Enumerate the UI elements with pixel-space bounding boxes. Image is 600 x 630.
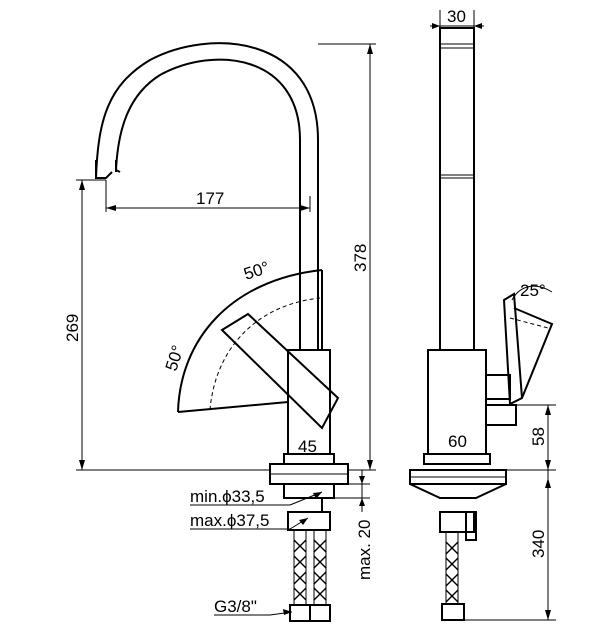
flexible-hoses: [289, 529, 331, 622]
dim-body-height: 58: [506, 404, 556, 471]
mounting-nut: [287, 511, 331, 531]
dim-spout-reach: 177: [105, 180, 311, 212]
side-lever-sweep: [513, 307, 554, 399]
note-thread: G3/8": [214, 597, 293, 616]
hose-fitting-right: [309, 604, 331, 622]
dim-body-depth: 60: [448, 432, 467, 451]
base-washer: [283, 483, 335, 499]
angle-lever-left-label: 50°: [162, 343, 188, 373]
spout-tip-nozzle: [95, 160, 117, 178]
dim-body-width-label: 45: [298, 437, 317, 456]
dim-spout-width: 30: [430, 7, 484, 30]
hole-min-label: min.ϕ33,5: [190, 487, 265, 506]
side-view: 30 60 25° 58 340: [409, 7, 556, 621]
max-deck-label: max. 20: [355, 520, 374, 580]
note-hole-min: min.ϕ33,5: [190, 487, 323, 506]
spout-column: [439, 27, 475, 351]
side-lever-foot: [485, 404, 517, 426]
note-hole-max: max.ϕ37,5: [190, 511, 309, 530]
angle-side-lever: 25°: [511, 281, 553, 301]
dim-spout-height: 269: [63, 179, 270, 471]
spout-top-band: [439, 43, 475, 49]
dim-max-deck: max. 20: [334, 470, 374, 580]
thread-label: G3/8": [214, 597, 257, 616]
spout-outer-outline: [94, 42, 319, 350]
lever-sweep-edge-left: [177, 401, 289, 413]
dim-total-height: 378: [318, 43, 376, 471]
angle-side-lever-label: 25°: [520, 281, 546, 300]
dim-spout-height-label: 269: [63, 314, 82, 342]
hose-fitting-left: [289, 604, 311, 622]
dim-total-height-label: 378: [351, 244, 370, 272]
angle-lever-top-label: 50°: [241, 258, 271, 284]
dim-body-width: 45: [287, 430, 317, 456]
dim-body-height-label: 58: [529, 427, 548, 446]
dim-spout-reach-label: 177: [196, 189, 224, 208]
dim-body-depth-label: 60: [448, 432, 467, 451]
side-stud: [465, 511, 477, 541]
dim-hose-length-label: 340: [529, 530, 548, 558]
dim-spout-width-label: 30: [447, 7, 466, 26]
lever-sweep-arc: [177, 269, 323, 413]
lever-handle: [220, 312, 340, 430]
side-hose-fitting: [441, 603, 465, 621]
side-mounting-nut: [439, 511, 475, 533]
front-view: 177 378 269 45 50° 50°: [63, 42, 376, 622]
dim-hose-length: 340: [464, 470, 556, 621]
spout-inner-outline: [114, 58, 301, 350]
side-lever-base: [485, 374, 511, 400]
hole-max-label: max.ϕ37,5: [190, 511, 269, 530]
side-hose: [441, 531, 465, 621]
side-base-taper: [409, 483, 507, 499]
spout-mid-band: [439, 174, 475, 179]
side-base-ring: [423, 453, 491, 465]
lever-sweep-dashed: [209, 297, 321, 411]
